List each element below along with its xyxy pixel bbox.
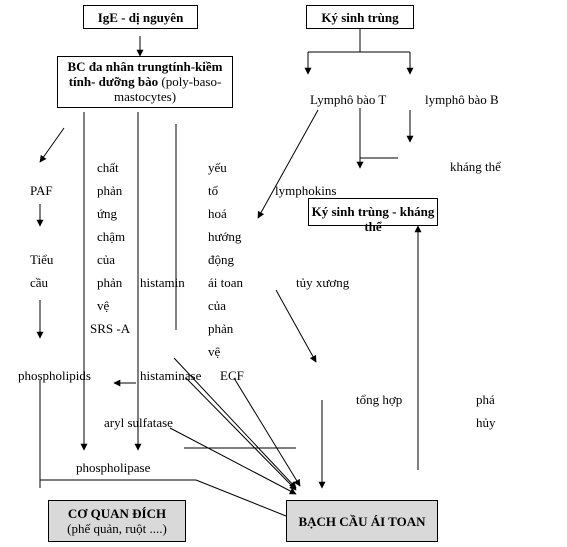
histaminase-label: histaminase — [140, 368, 202, 383]
lymphokins-label: lymphokins — [275, 183, 337, 198]
srs-line-6: vệ — [97, 298, 110, 313]
phospholipase-label: phospholipase — [76, 460, 151, 475]
complex-box: Ký sinh trùng - kháng thể — [308, 198, 438, 234]
aryl-sulfatase-label: aryl sulfatase — [104, 415, 173, 430]
ecf-line-4: động — [208, 252, 234, 267]
parasite-label: Ký sinh trùng — [321, 10, 399, 25]
complex-label: Ký sinh trùng - kháng thể — [311, 204, 435, 234]
target-organ-box: CƠ QUAN ĐÍCH (phế quản, ruột ....) — [48, 500, 186, 542]
arrow-eos-ul2 — [185, 377, 297, 491]
srs-line-4: của — [97, 252, 116, 267]
eosinophil-box: BẠCH CẦU ÁI TOAN — [286, 500, 438, 542]
srs-line-3: chậm — [97, 229, 126, 244]
ecf-line-2: hoá — [208, 206, 227, 221]
lymphoT-label: Lymphô bào T — [310, 92, 387, 107]
ecf-line-8: vệ — [208, 344, 221, 359]
bc-bold-label: BC đa nhân trungtính-kiềm tính- dưỡng bà… — [67, 59, 223, 89]
arrow-eos-histaminase — [233, 377, 301, 487]
arrow-bc-paf — [39, 127, 65, 163]
ige-allergen-box: IgE - dị nguyên — [83, 5, 198, 29]
ecf-line-1: tố — [208, 183, 219, 198]
srs-line-5: phản — [97, 275, 123, 290]
bc-plain-label: (poly-baso-mastocytes) — [113, 74, 222, 104]
tieu-label: Tiểu — [30, 252, 54, 267]
srs-line-7: SRS -A — [90, 321, 131, 336]
tong-hop-label: tổng hợp — [356, 392, 403, 407]
ige-label: IgE - dị nguyên — [97, 10, 184, 25]
ecf-abbr-label: ECF — [220, 368, 244, 383]
ecf-line-6: của — [208, 298, 227, 313]
phospholipids-label: phospholipids — [18, 368, 91, 383]
parasite-box: Ký sinh trùng — [306, 5, 414, 29]
ecf-line-5: ái toan — [208, 275, 244, 290]
target-subtitle: (phế quản, ruột ....) — [67, 521, 167, 536]
paf-label: PAF — [30, 183, 53, 198]
histamin-label: histamin — [140, 275, 185, 290]
arrow-eos-ul — [173, 357, 297, 489]
cau-label: cầu — [30, 275, 49, 290]
srs-line-2: ứng — [97, 206, 118, 221]
tuy-xuong-label: tủy xương — [296, 275, 350, 290]
arrow-lymphokins — [257, 109, 319, 219]
line-target-eos2 — [195, 479, 287, 517]
target-title: CƠ QUAN ĐÍCH — [67, 506, 167, 521]
arrow-tuy — [275, 289, 317, 363]
ecf-line-0: yếu — [208, 160, 227, 175]
bc-cells-box: BC đa nhân trungtính-kiềm tính- dưỡng bà… — [57, 56, 233, 108]
eosinophil-label: BẠCH CẦU ÁI TOAN — [298, 514, 426, 529]
ecf-line-7: phản — [208, 321, 234, 336]
srs-line-1: phản — [97, 183, 123, 198]
srs-line-0: chất — [97, 160, 119, 175]
antibody-label: kháng thể — [450, 159, 501, 174]
ecf-line-3: hướng — [208, 229, 242, 244]
pha-label: phá — [476, 392, 495, 407]
arrow-eos-aryl — [169, 427, 297, 495]
huy-label: hủy — [476, 415, 496, 430]
lymphoB-label: lymphô bào B — [425, 92, 499, 107]
